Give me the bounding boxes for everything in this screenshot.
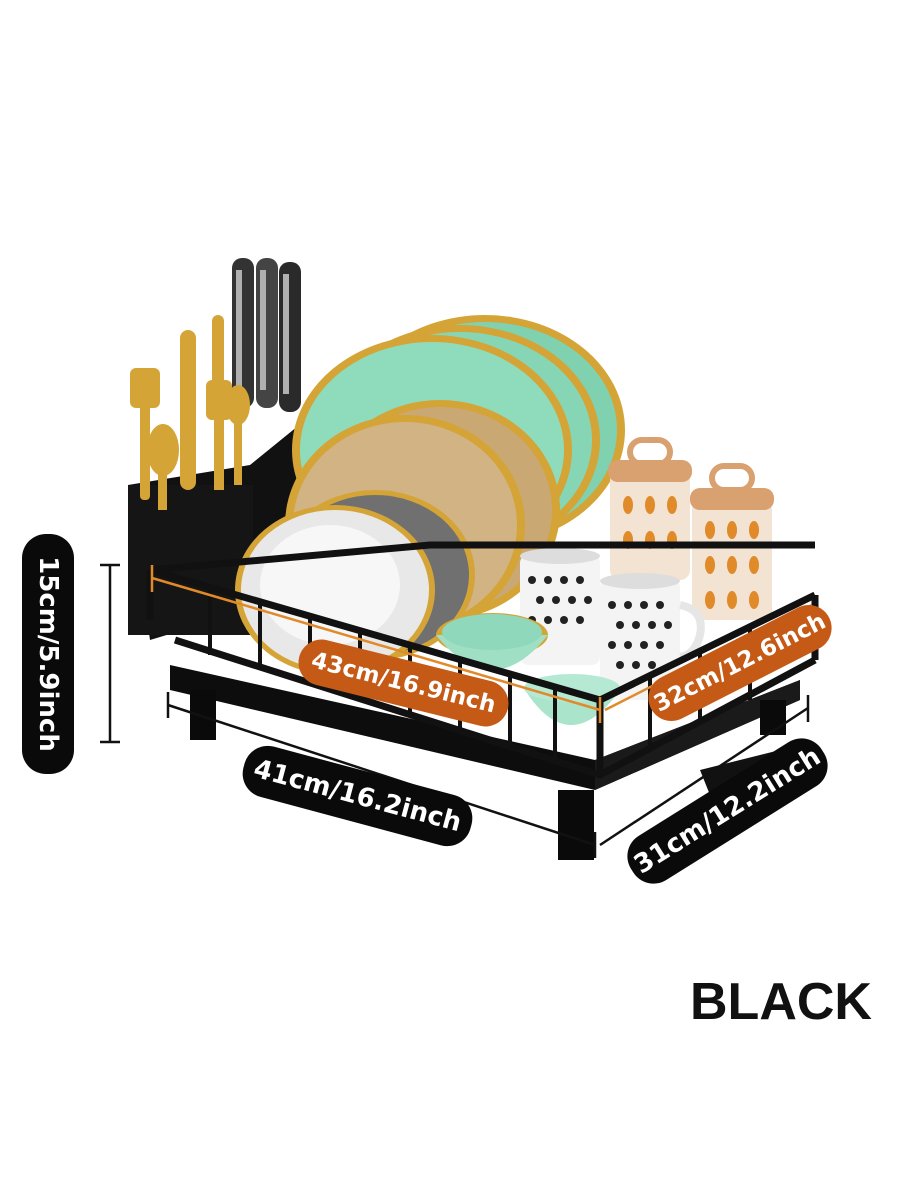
height-label: 15cm/5.9inch bbox=[22, 534, 74, 774]
knives bbox=[232, 258, 301, 412]
green-bowls bbox=[436, 613, 620, 725]
canisters bbox=[608, 437, 774, 620]
gold-cutlery bbox=[130, 315, 250, 510]
color-variant-label: BLACK bbox=[690, 973, 872, 1031]
